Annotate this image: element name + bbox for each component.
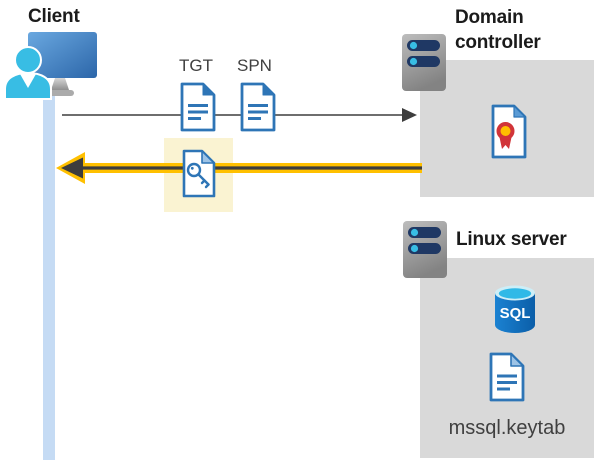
spn-label: SPN — [237, 56, 272, 75]
service-ticket-key-document-icon — [182, 149, 216, 198]
keytab-document-icon — [489, 352, 525, 402]
keytab-file-label: mssql.keytab — [448, 417, 566, 439]
domain-controller-server-icon — [402, 34, 446, 91]
sql-icon-text: SQL — [500, 305, 531, 322]
person-icon — [4, 46, 52, 100]
key-glyph — [186, 162, 210, 189]
tgt-label: TGT — [179, 56, 213, 75]
ticket-arrow-left — [56, 152, 422, 184]
domain-controller-label: Domain controller — [455, 7, 541, 53]
request-arrow-right — [62, 108, 417, 122]
tgt-document-icon — [180, 82, 216, 132]
certificate-icon — [491, 104, 527, 159]
client-timeline-bar — [43, 94, 55, 460]
linux-server-label: Linux server — [456, 229, 567, 250]
sql-database-icon: SQL — [495, 285, 535, 333]
client-workstation-icon — [4, 32, 97, 100]
client-label: Client — [28, 6, 80, 27]
spn-document-icon — [240, 82, 276, 132]
linux-server-icon — [403, 221, 447, 278]
